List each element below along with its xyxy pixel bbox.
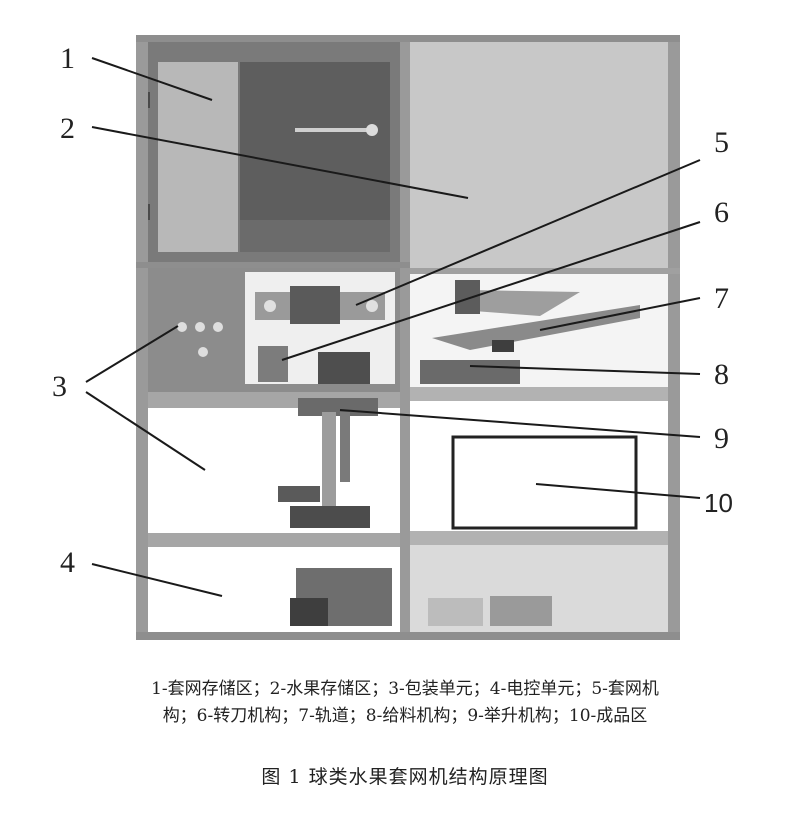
callout-9: 9 <box>714 422 729 455</box>
frame-post <box>400 35 410 640</box>
net-mechanism-bolt <box>264 300 276 312</box>
leader-1 <box>91 57 213 101</box>
finished-product-zone <box>451 435 638 530</box>
net-mechanism-core <box>290 286 340 324</box>
control-button <box>213 322 223 332</box>
callout-3: 3 <box>52 370 67 403</box>
callout-10: 10 <box>704 488 733 518</box>
leader-7 <box>539 297 701 331</box>
terminal-block <box>428 598 483 626</box>
control-button <box>177 322 187 332</box>
rotary-cutter <box>258 346 288 382</box>
leader-10 <box>535 483 701 499</box>
leader-8 <box>469 365 701 375</box>
track <box>432 305 640 350</box>
shelf-beam <box>410 387 672 401</box>
control-button <box>195 322 205 332</box>
lift-base <box>290 506 370 528</box>
figure-caption: 图 1 球类水果套网机结构原理图 <box>261 766 549 788</box>
machine-figure: 1 2 3 4 5 6 7 8 9 10 <box>52 35 733 640</box>
lift-top-plate <box>298 398 378 416</box>
figure-legend: 1-套网存储区；2-水果存储区；3-包装单元；4-电控单元；5-套网机 构；6-… <box>40 676 770 730</box>
track-upper <box>460 290 580 316</box>
legend-line-1: 1-套网存储区；2-水果存储区；3-包装单元；4-电控单元；5-套网机 <box>151 679 659 699</box>
frame-rail <box>410 268 680 274</box>
control-button <box>198 347 208 357</box>
frame-post <box>668 35 680 640</box>
callout-5: 5 <box>714 126 729 159</box>
relay-module <box>490 596 552 626</box>
frame-base <box>136 632 680 640</box>
leader-3a <box>85 325 179 383</box>
feeder-block <box>318 352 370 384</box>
frame-rail <box>136 262 410 268</box>
frame-top <box>136 35 680 42</box>
net-mechanism-bolt <box>366 300 378 312</box>
net-storage-window <box>158 62 238 252</box>
leader-3b <box>85 391 206 471</box>
hopper-knob <box>366 124 378 136</box>
callout-8: 8 <box>714 358 729 391</box>
lift-rod <box>340 412 350 482</box>
fruit-storage-cabinet <box>410 42 672 272</box>
feeder-mechanism <box>420 360 520 384</box>
track-motor <box>492 340 514 352</box>
lift-column <box>322 412 336 527</box>
shelf-beam <box>410 531 672 545</box>
callout-6: 6 <box>714 196 729 229</box>
machine-drawing <box>85 35 701 640</box>
shelf-beam <box>148 533 400 547</box>
leader-5 <box>355 159 701 306</box>
lift-motor <box>278 486 320 502</box>
callout-4: 4 <box>60 546 75 579</box>
leader-4 <box>91 563 223 597</box>
leader-9 <box>339 409 701 438</box>
control-transformer <box>290 598 328 626</box>
callout-2: 2 <box>60 112 75 145</box>
frame-post <box>136 35 148 640</box>
callout-1: 1 <box>60 42 75 75</box>
hopper-base <box>240 220 390 252</box>
track-drive <box>455 280 480 314</box>
leader-lines <box>85 57 701 597</box>
leader-6 <box>281 221 701 361</box>
legend-line-2: 构；6-转刀机构；7-轨道；8-给料机构；9-举升机构；10-成品区 <box>162 706 648 726</box>
leader-2 <box>91 126 469 199</box>
callout-7: 7 <box>714 282 729 315</box>
